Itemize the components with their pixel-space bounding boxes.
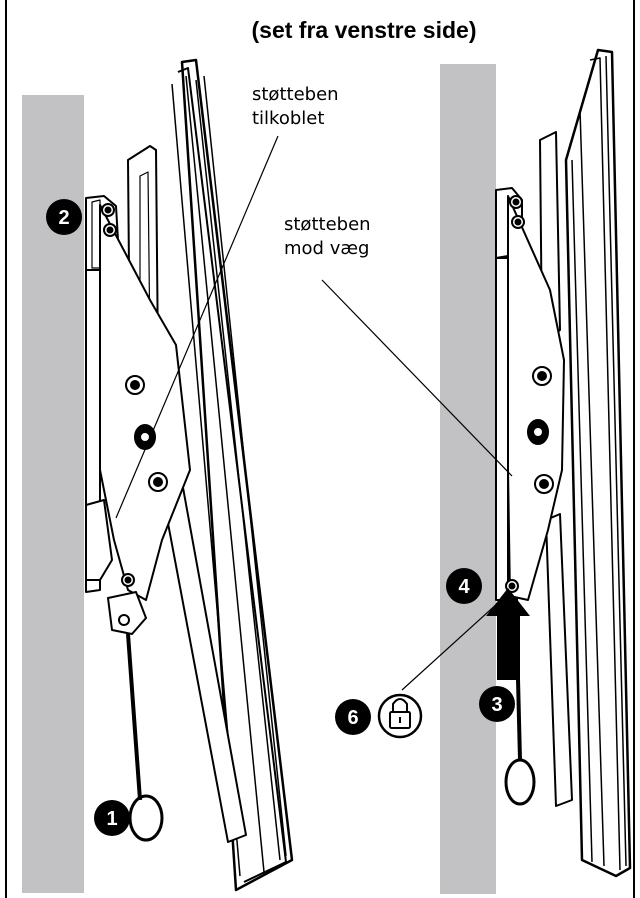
step-1-number: 1 xyxy=(106,808,117,830)
lock-leader xyxy=(401,591,511,691)
right-illustration: støtteben mod væg 4 3 6 xyxy=(284,48,632,894)
left-illustration: støtteben tilkoblet 2 1 xyxy=(22,58,339,893)
caption: (set fra venstre side) xyxy=(252,17,477,43)
step-6-badge xyxy=(335,699,371,735)
left-label-leader xyxy=(115,135,279,519)
left-label-line2: tilkoblet xyxy=(252,108,324,129)
right-wall xyxy=(440,64,496,894)
step-6-number: 6 xyxy=(347,707,358,729)
padlock-icon xyxy=(377,693,423,739)
step-2-number: 2 xyxy=(58,207,69,229)
step-4-badge xyxy=(446,568,482,604)
left-label-line1: støtteben xyxy=(252,84,339,105)
right-pull-ring xyxy=(504,758,536,806)
step-3-badge xyxy=(479,686,515,722)
right-label-line1: støtteben xyxy=(284,214,371,235)
step-3-number: 3 xyxy=(491,694,502,716)
right-label-leader xyxy=(321,279,513,477)
up-arrow-shaft xyxy=(497,614,520,680)
right-tv-bracket xyxy=(539,131,573,807)
step-1-badge xyxy=(94,800,130,836)
right-label-line2: mod væg xyxy=(284,238,369,259)
right-tv-panel xyxy=(564,48,632,878)
step-2-badge xyxy=(46,199,82,235)
up-arrow-icon xyxy=(486,588,530,616)
left-tv-panel xyxy=(171,58,294,892)
step-4-number: 4 xyxy=(458,576,470,598)
left-pull-ring xyxy=(128,794,164,842)
left-pull-cord xyxy=(126,633,142,801)
